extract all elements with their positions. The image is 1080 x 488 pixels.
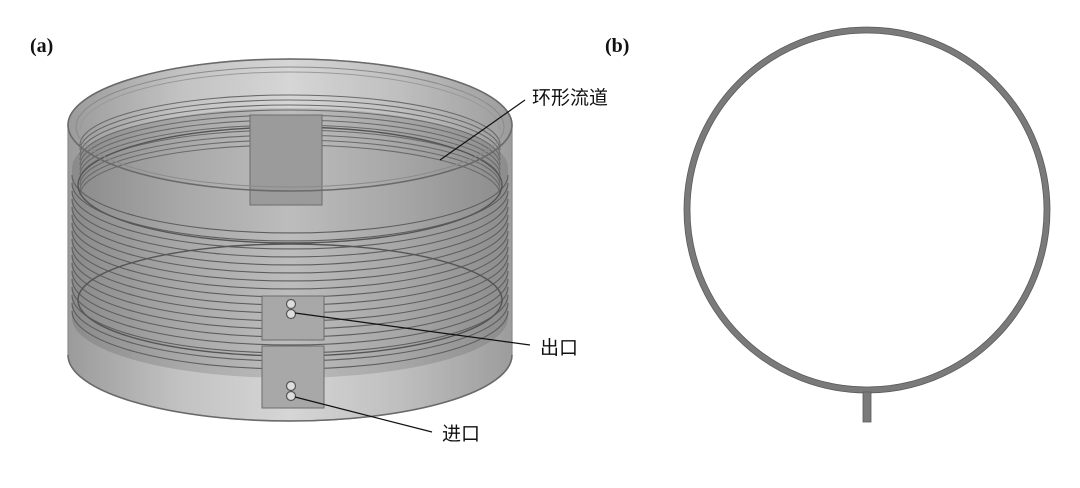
outlet-label: 出口 — [540, 337, 578, 359]
inlet-label: 进口 — [442, 423, 480, 445]
cylinder-top-rim — [67, 58, 513, 192]
inlet-port-lower — [285, 390, 297, 402]
outlet-leader-line — [294, 312, 531, 346]
cylinder-inner-back — [79, 71, 501, 131]
outlet-port-upper — [285, 298, 297, 310]
cylinder-bottom-edge — [67, 354, 513, 422]
ring-inlet-stub — [862, 391, 872, 423]
channel-label: 环形流道 — [532, 87, 608, 109]
inlet-port-upper — [285, 380, 297, 392]
channel-leader-line — [439, 99, 526, 161]
cylinder-top-rim-inner — [75, 66, 505, 188]
inlet-leader-line — [294, 396, 433, 433]
panel-label-a: (a) — [30, 35, 53, 57]
cylinder-assembly — [67, 58, 513, 422]
annular-ring-inner-edge — [689, 32, 1045, 388]
annular-channel-top-view — [683, 26, 1051, 423]
outlet-port-lower — [285, 308, 297, 320]
panel-label-b: (b) — [605, 35, 629, 57]
annular-ring — [684, 27, 1050, 393]
